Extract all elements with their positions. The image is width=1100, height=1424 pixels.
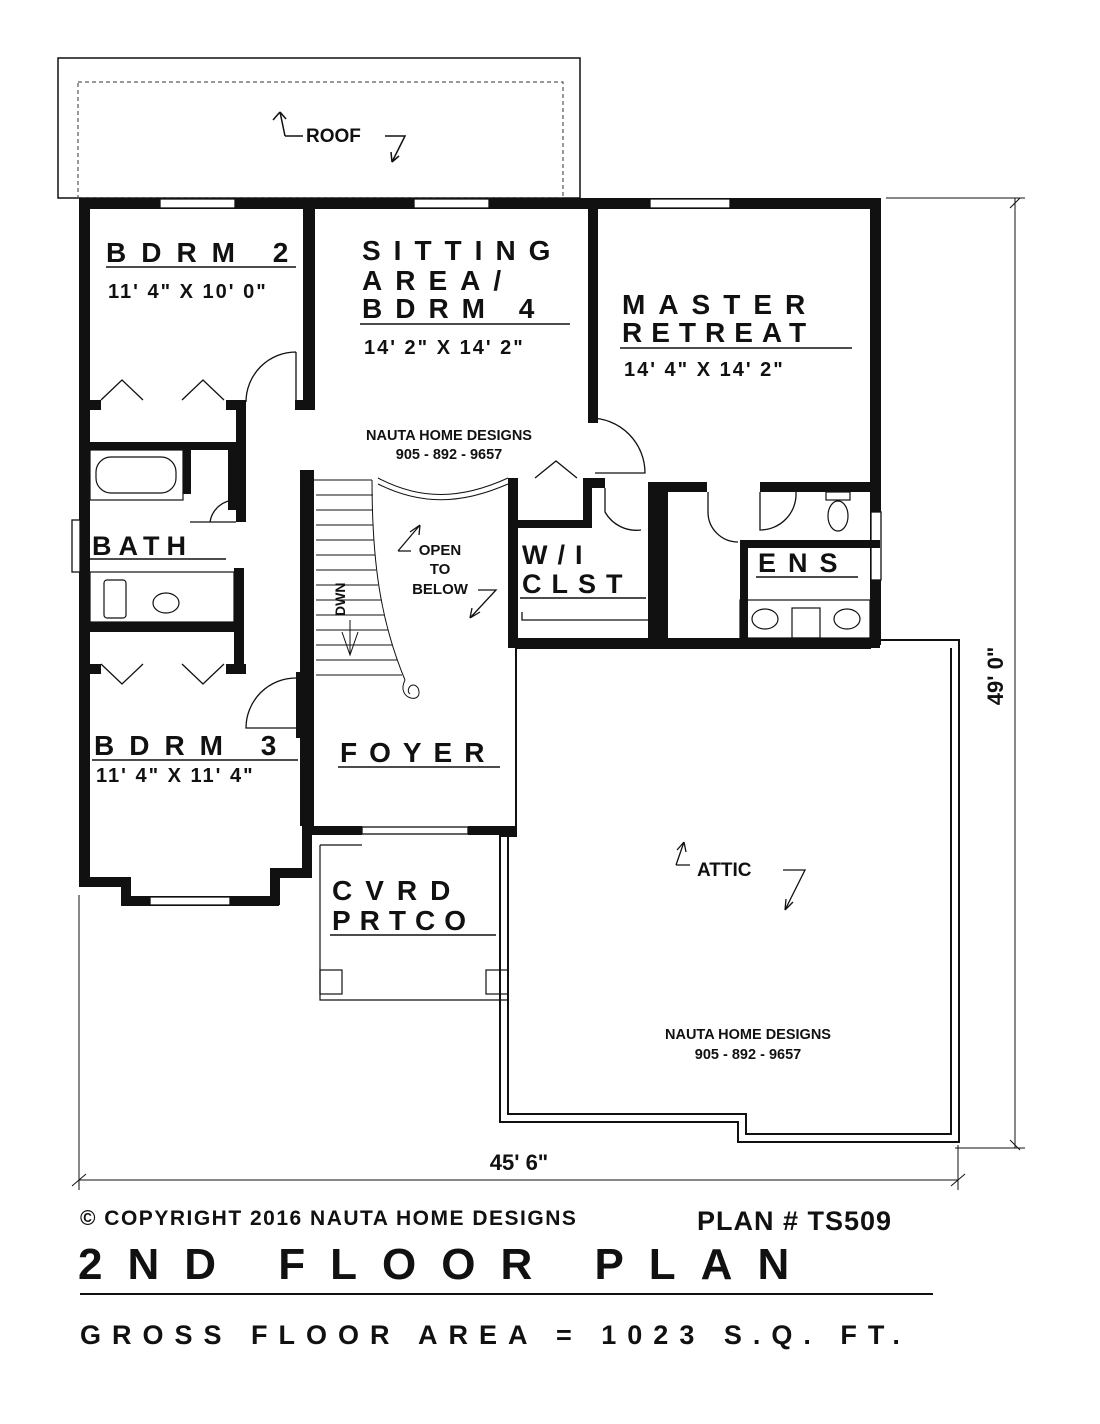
page-title: 2ND FLOOR PLAN — [78, 1240, 815, 1289]
attic-outline — [499, 639, 960, 1143]
open-label-2: TO — [430, 561, 451, 578]
room-label-bdrm2: BDRM 2 — [106, 237, 303, 268]
stair-label: DWN — [332, 583, 348, 616]
stair — [310, 477, 509, 699]
depth-dimension: 49' 0" — [983, 647, 1008, 705]
bath-fixtures — [89, 449, 871, 639]
room-label-bath: BATH — [92, 531, 193, 561]
dimension-lines — [71, 197, 1025, 1190]
roof-label: ROOF — [306, 126, 361, 147]
width-dimension: 45' 6" — [490, 1150, 548, 1175]
room-label-master-1: MASTER — [622, 289, 818, 320]
floor-plan-drawing: ROOF — [57, 57, 1025, 1190]
room-label-cvrd-1: CVRD — [332, 875, 463, 906]
room-size-bdrm2: 11' 4" X 10' 0" — [108, 281, 268, 303]
room-label-wi-1: W/I — [522, 540, 593, 570]
room-label-bdrm3: BDRM 3 — [94, 730, 291, 761]
open-to-below-arrows — [397, 524, 498, 619]
attic-slope-arrows — [675, 841, 807, 911]
room-label-wi-2: CLST — [522, 569, 633, 599]
plan-number: PLAN # TS509 — [697, 1206, 893, 1236]
room-size-master: 14' 4" X 14' 2" — [624, 359, 785, 381]
room-label-sitting-2: AREA/ — [362, 265, 514, 296]
roof-slope-arrows — [272, 111, 407, 163]
watermark-2-line2: 905 - 892 - 9657 — [695, 1047, 801, 1063]
room-label-sitting-3: BDRM 4 — [362, 293, 547, 324]
watermark-1-line2: 905 - 892 - 9657 — [396, 447, 502, 463]
room-label-master-2: RETREAT — [622, 317, 815, 348]
open-label-1: OPEN — [419, 542, 462, 559]
closet-doors — [100, 379, 648, 685]
watermark-2-line1: NAUTA HOME DESIGNS — [665, 1027, 831, 1043]
open-label-3: BELOW — [412, 581, 469, 598]
room-size-bdrm3: 11' 4" X 11' 4" — [96, 765, 255, 787]
gross-floor-area: GROSS FLOOR AREA = 1023 S.Q. FT. — [80, 1320, 911, 1350]
copyright-notice: © COPYRIGHT 2016 NAUTA HOME DESIGNS — [80, 1207, 578, 1230]
watermark-1-line1: NAUTA HOME DESIGNS — [366, 428, 532, 444]
room-label-ens: ENS — [758, 548, 850, 578]
portico — [319, 844, 509, 1001]
room-label-cvrd-2: PRTCO — [332, 905, 475, 936]
door-swings — [190, 351, 797, 729]
attic-label: ATTIC — [697, 860, 752, 881]
room-label-foyer: FOYER — [340, 737, 496, 768]
room-size-sitting: 14' 2" X 14' 2" — [364, 337, 525, 359]
title-underline — [80, 1293, 933, 1295]
room-label-sitting-1: SITTING — [362, 235, 563, 266]
interior-walls — [79, 198, 880, 826]
